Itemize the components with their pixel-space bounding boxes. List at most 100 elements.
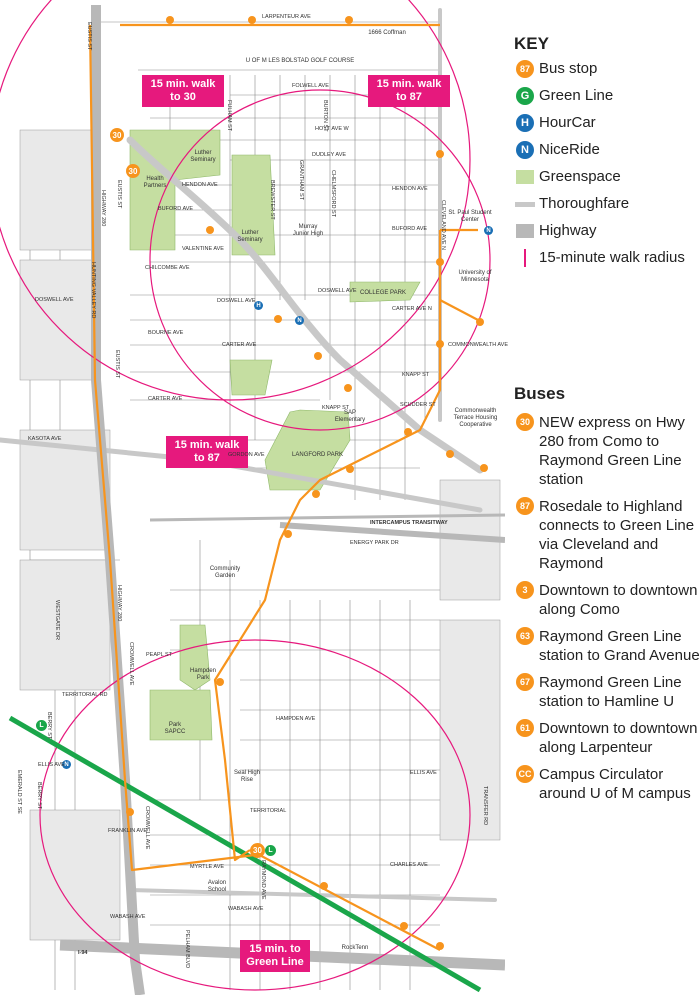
street-eustis-3: EUSTIS ST (114, 350, 120, 379)
street-commonwealth: COMMONWEALTH AVE (448, 342, 508, 348)
niceride-marker[interactable]: N (62, 760, 71, 769)
niceride-marker[interactable]: N (295, 316, 304, 325)
route-description: Rosedale to Highland connects to Green L… (539, 498, 695, 572)
bus-stop-icon: 87 (516, 60, 534, 78)
park-sapcc-label: Park SAPCC (164, 722, 186, 735)
street-carter-west: CARTER AVE (148, 396, 183, 402)
key-row-hourcar: H HourCar (514, 114, 700, 132)
key-row-greenspace: Greenspace (514, 168, 700, 186)
street-grantham: GRANTHAM ST (298, 160, 304, 201)
bus-stop-marker (314, 352, 322, 360)
street-westgate: WESTGATE DR (54, 600, 60, 640)
green-line-station-marker[interactable]: L (36, 720, 47, 731)
street-kasota: KASOTA AVE (28, 436, 62, 442)
route-description: Raymond Green Line station to Grand Aven… (539, 628, 700, 664)
street-gordon: GORDON AVE (228, 452, 265, 458)
street-eustis: EUSTIS ST (86, 22, 92, 51)
street-folwell: FOLWELL AVE (292, 83, 329, 89)
hampden-park-label: Hampden Park (189, 668, 216, 681)
key-label: NiceRide (539, 141, 600, 158)
street-transfer: TRANSFER RD (482, 786, 488, 826)
neighborhood-map[interactable]: 30 30 30 L L N N N N H 15 min. walk to 3… (0, 0, 508, 996)
route-30-marker[interactable]: 30 (110, 128, 124, 142)
street-ellis-west: ELLIS AVE (38, 762, 65, 768)
route-67-badge-icon: 67 (516, 673, 534, 691)
street-chelmsford: CHELMSFORD ST (330, 170, 336, 218)
street-hampden-ave: HAMPDEN AVE (276, 716, 316, 722)
key-label: Green Line (539, 87, 614, 104)
luther-seminary-label-2: Luther Seminary (237, 230, 263, 243)
bus-stop-marker (436, 150, 444, 158)
walk-radius-line-icon (524, 249, 526, 267)
bus-stop-marker (345, 16, 353, 24)
street-buford: BUFORD AVE (158, 206, 194, 212)
street-highway-280: HIGHWAY 280 (100, 190, 106, 227)
street-brewster: BREWSTER ST (269, 180, 275, 220)
greenspace-swatch-icon (516, 170, 534, 184)
key-label: Thoroughfare (539, 195, 630, 212)
bus-stop-marker (446, 450, 454, 458)
street-doswell: DOSWELL AVE (217, 298, 256, 304)
route-61-badge-icon: 61 (516, 719, 534, 737)
street-pelham: PELHAM BLVD (184, 930, 190, 969)
walk-radius-circles (0, 0, 491, 991)
key-row-highway: Highway (514, 222, 700, 240)
street-raymond: RAYMOND AVE (260, 860, 266, 900)
bus-stop-marker (312, 490, 320, 498)
key-title: KEY (514, 34, 549, 53)
key-row-niceride: N NiceRide (514, 141, 700, 159)
college-park-label: COLLEGE PARK (360, 290, 406, 296)
route-30-badge-icon: 30 (516, 413, 534, 431)
bus-routes (88, 23, 479, 951)
street-fulham: FULHAM ST (226, 100, 232, 132)
route-30-marker[interactable]: 30 (250, 843, 265, 858)
highway-swatch-icon (516, 224, 534, 238)
street-cromwell-north: CROMWELL AVE (128, 642, 134, 686)
street-chilcombe: CHILCOMBE AVE (145, 265, 190, 271)
key-label: Highway (539, 222, 597, 239)
bus-stop-marker (346, 465, 354, 473)
street-territorial-rd: TERRITORIAL RD (62, 692, 108, 698)
street-burton: BURTON ST (322, 100, 328, 132)
bus-stop-marker (344, 384, 352, 392)
street-hendon-east: HENDON AVE (392, 186, 428, 192)
route-30-marker[interactable]: 30 (126, 164, 140, 178)
bus-routes-legend: Buses 30 NEW express on Hwy 280 from Com… (514, 384, 700, 811)
university-label: University of Minnesota (458, 270, 492, 283)
street-valentine: VALENTINE AVE (182, 246, 224, 252)
bus-route-item: CC Campus Circulator around U of M campu… (514, 765, 700, 803)
route-3-badge-icon: 3 (516, 581, 534, 599)
street-doswell-west: DOSWELL AVE (35, 297, 74, 303)
niceride-icon: N (516, 141, 534, 159)
niceride-marker[interactable]: N (484, 226, 493, 235)
bus-stop-marker (274, 315, 282, 323)
street-wabash-2: WABASH AVE (228, 906, 264, 912)
avalon-school-label: Avalon School (207, 880, 227, 893)
street-emerald: EMERALD ST SE (16, 770, 22, 814)
walk-label-87-north: 15 min. walk to 87 (368, 75, 450, 107)
route-description: Downtown to downtown along Como (539, 582, 698, 618)
street-knapp: KNAPP ST (402, 372, 430, 378)
sap-elementary-label: SAP Elementary (334, 410, 366, 423)
street-berry: BERRY ST (46, 712, 52, 740)
green-line-icon: G (516, 87, 534, 105)
street-carter: CARTER AVE (222, 342, 257, 348)
street-i94: I-94 (78, 950, 88, 956)
street-hendon: HENDON AVE (182, 182, 218, 188)
golf-course-label: U OF M LES BOLSTAD GOLF COURSE (245, 58, 355, 64)
street-hoyt: HOYT AVE W (315, 126, 349, 132)
street-scudder: SCUDDER ST (400, 402, 436, 408)
bus-stop-marker (166, 16, 174, 24)
route-cc-badge-icon: CC (516, 765, 534, 783)
green-line-station-marker[interactable]: L (265, 845, 276, 856)
key-label: 15-minute walk radius (539, 249, 685, 266)
bus-stop-marker (126, 808, 134, 816)
street-territorial: TERRITORIAL (250, 808, 287, 814)
street-larpenteur: LARPENTEUR AVE (262, 14, 311, 20)
hourcar-marker[interactable]: H (254, 301, 263, 310)
rocktenn-label: RockTenn (341, 945, 369, 951)
bus-route-item: 87 Rosedale to Highland connects to Gree… (514, 497, 700, 573)
street-knapp-2: KNAPP ST (322, 405, 350, 411)
street-eustis-2: EUSTIS ST (116, 180, 122, 209)
street-buford-east: BUFORD AVE (392, 226, 428, 232)
